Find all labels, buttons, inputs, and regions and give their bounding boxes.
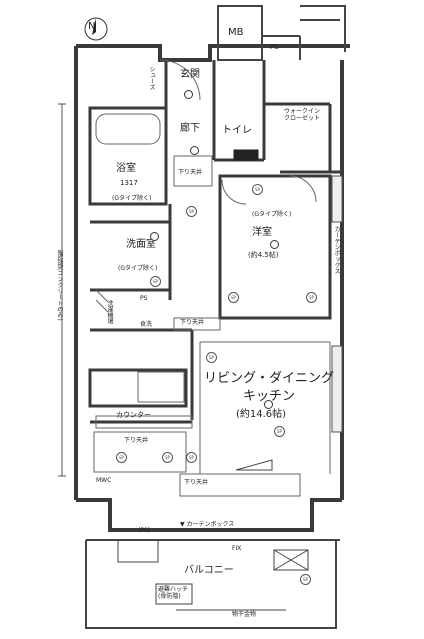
balcony-label: バルコニー [184,565,234,576]
shoes-label: シューズ [148,66,155,90]
interior-walls [88,60,342,424]
left-dimension-line [58,103,66,477]
toilet-label: トイレ [222,125,252,136]
stair-note-label: 階段部(コンクリートのみ) [56,250,63,321]
speaker-icon: SP [150,276,161,287]
speaker-icon: SP [206,352,217,363]
speaker-icon: SP [306,292,317,303]
speaker-icon: SP [186,452,197,463]
curtain-box-bottom-label: ▼ カーテンボックス [180,521,235,528]
lowered-ceiling-label-b: 下り天井 [180,319,205,326]
ldk-size-label: (約14.6帖) [236,409,287,420]
balcony-structure [85,539,340,629]
detail-lines [93,59,331,497]
ps-top-label: PS [270,43,279,51]
ps-mid-label: PS [140,295,148,302]
speaker-icon: SP [162,452,173,463]
compass-label: N [88,21,96,32]
bath-size-label: 1317 [120,179,138,187]
lowered-ceiling-label-d: 下り天井 [184,479,209,486]
type-note-2: (Gタイプ除く) [252,211,292,218]
fix-window-label: FIX [232,545,242,552]
western-room-label: 洋室 [252,227,272,238]
type-note-1: (Gタイプ除く) [112,195,152,202]
type-note-3: (Gタイプ除く) [118,265,158,272]
ldk-label: リビング・ダイニング キッチン [204,371,335,405]
ceiling-light-icon [190,146,199,155]
clothes-drying-label: 物干金物 [232,611,257,618]
ps-bottom-label: (PS) [138,527,151,534]
compass-icon [84,17,108,41]
lowered-ceiling-label-a: 下り天井 [178,169,203,176]
speaker-icon: SP [300,574,311,585]
ceiling-light-icon [150,232,159,241]
walkin-closet-label: ウォークイン クローゼット [284,108,321,123]
dishwasher-label: 食洗 [140,321,153,328]
curtain-box-side-label: カーテンボックス [333,226,340,274]
speaker-icon: SP [252,184,263,195]
western-room-size: (約4.5帖) [248,251,279,259]
speaker-icon: SP [186,206,197,217]
speaker-icon: SP [274,426,285,437]
lowered-ceiling-label-c: 下り天井 [124,437,149,444]
ceiling-light-icon [264,400,273,409]
bathroom-label: 浴室 [116,163,136,174]
speaker-icon: SP [116,452,127,463]
top-utility-block [217,5,346,61]
mb-label: MB [228,27,244,38]
curtain-box-right [331,175,343,433]
washroom-label: 洗面室 [126,239,156,250]
ceiling-light-icon [184,90,193,99]
escape-hatch-label: 避難ハッチ (骨防階) [158,586,189,601]
genkan-label: 玄関 [180,69,200,80]
speaker-icon: SP [228,292,239,303]
counter-label: カウンター [116,411,151,419]
ceiling-light-icon [270,240,279,249]
mwc-label: MWC [96,477,112,484]
laundry-area-label: 洗濯機場 [106,300,113,324]
rouka-label: 廊下 [180,123,200,134]
